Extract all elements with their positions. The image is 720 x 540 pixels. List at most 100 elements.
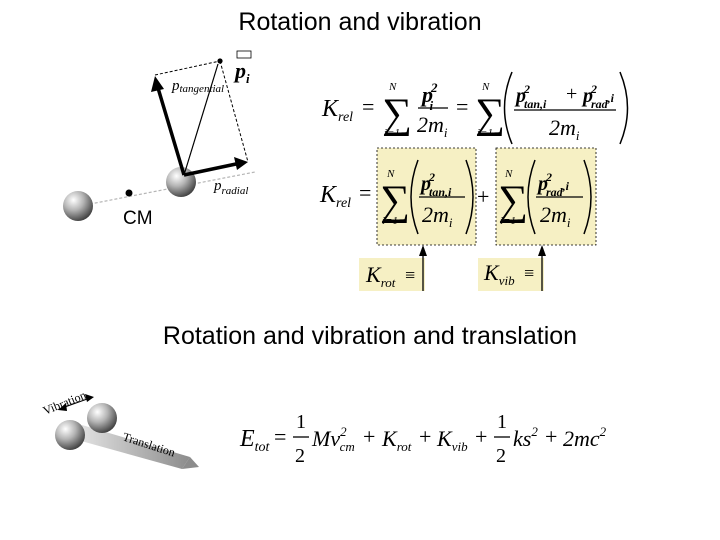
p-tangential-arrowhead <box>151 76 164 92</box>
eq3-plus3: + <box>475 424 487 449</box>
p-tangential-label: p <box>171 78 180 94</box>
p-i-vector <box>183 63 219 176</box>
eq1-2m-b-sub: i <box>576 128 580 143</box>
eq1-sum1-bottom: i=1 <box>384 127 400 139</box>
k-rot-sub: rot <box>381 275 396 290</box>
eq3-Mv: Mv <box>311 426 340 451</box>
eq3-E-sub: tot <box>255 440 271 455</box>
k-vib-equiv: ≡ <box>524 263 534 283</box>
translation-diagram: Vibration Translation <box>41 388 199 469</box>
eq1-p: p <box>420 82 433 107</box>
eq2-2m-a-sub: i <box>449 215 453 230</box>
eq3-Krot-sub: rot <box>397 439 412 454</box>
title-rotation-vibration: Rotation and vibration <box>238 8 482 36</box>
eq1-2m-b: 2m <box>549 115 576 140</box>
svg-text:2mi: 2mi <box>540 202 571 230</box>
svg-text:Krot: Krot <box>381 426 412 454</box>
eq3-Kvib: K <box>436 426 453 451</box>
k-rot-label-box <box>359 258 425 291</box>
eq2-p-tan-sup: 2 <box>428 170 435 184</box>
eq1-p-sub: i <box>430 98 434 113</box>
eq3-equals: = <box>274 424 286 449</box>
svg-text:Krel: Krel <box>319 182 351 211</box>
eq1-sum2-sigma: ∑ <box>475 91 505 137</box>
p-radial-label: p <box>213 178 222 194</box>
cm-label: CM <box>123 208 153 229</box>
eq2-p-rad-sup: 2 <box>545 170 552 184</box>
eq1-sum1-sigma: ∑ <box>382 91 412 137</box>
eq2-paren1-right <box>465 159 474 235</box>
p-radial-sub: radial <box>222 185 249 197</box>
svg-text:pradial: pradial <box>213 178 248 197</box>
eq3-s-sup: 2 <box>531 424 538 439</box>
eq3-mc: 2mc <box>563 426 600 451</box>
sphere-left <box>63 191 93 221</box>
title-rotation-vibration-translation: Rotation and vibration and translation <box>162 322 578 350</box>
eq2-p-rad-sub: rad <box>546 185 564 199</box>
eq2-lhs-sub: rel <box>336 196 351 211</box>
vibration-label: Vibration <box>41 388 88 418</box>
eq1-p-sup: 2 <box>430 80 438 95</box>
eq2-p-rad: p <box>536 173 548 195</box>
svg-text:2mi: 2mi <box>549 115 580 143</box>
eq1-p-rad-sub: rad <box>591 97 609 111</box>
eq1-p-rad: p <box>581 85 593 107</box>
k-vib-k: K <box>483 260 500 285</box>
svg-text:Kvib: Kvib <box>483 260 515 288</box>
eq2-2m-b-sub: i <box>567 215 571 230</box>
eq3-v-sub: cm <box>340 439 355 454</box>
eq1-2m-sub: i <box>444 125 448 140</box>
cm-dot <box>125 189 133 197</box>
eq3-frac1-num: 1 <box>296 411 306 433</box>
eq1-p-tan-sup: 2 <box>523 82 530 96</box>
k-rot-k: K <box>365 262 382 287</box>
svg-text:p2i: p2 i <box>420 80 438 113</box>
eq2-sum2-bottom: i=1 <box>500 215 516 227</box>
translation-arrowhead <box>182 457 199 469</box>
sphere-bottom <box>55 420 85 450</box>
eq2-paren2-left <box>527 159 536 235</box>
eq3-ks: ks <box>513 426 531 451</box>
svg-text:Krel: Krel <box>321 96 353 125</box>
eq2-sum2-sigma: ∑ <box>498 178 528 224</box>
k-rot-vib-labels: Krot ≡ Kvib ≡ <box>359 245 546 291</box>
k-rot-arrowhead <box>419 245 427 256</box>
eq1-equals2: = <box>456 94 468 119</box>
eq1-p-tan-i: i <box>543 97 547 111</box>
eq2-sum1-sigma: ∑ <box>380 178 410 224</box>
k-vib-arrowhead <box>538 245 546 256</box>
rotation-vibration-diagram: CM pi ptangential pradial <box>63 50 256 229</box>
eq3-c-sup: 2 <box>600 424 607 439</box>
svg-text:2mi: 2mi <box>417 112 448 140</box>
svg-text:Kvib: Kvib <box>436 426 468 454</box>
eq3-frac2-num: 1 <box>497 411 507 433</box>
k-vib-label-box <box>478 258 544 291</box>
translation-arrow-body <box>74 425 190 469</box>
svg-text:Krot: Krot <box>365 262 396 290</box>
svg-text:pi: pi <box>233 58 250 86</box>
eq1-2m: 2m <box>417 112 444 137</box>
parallelogram-right <box>219 60 249 163</box>
eq2-plus: + <box>477 184 489 209</box>
eq3-frac1-den: 2 <box>295 445 305 467</box>
eq2-2m-a: 2m <box>422 202 449 227</box>
eq3-frac2-den: 2 <box>496 445 506 467</box>
eq1-lhs-sub: rel <box>338 110 353 125</box>
eq2-sum1-bottom: i=1 <box>382 215 398 227</box>
eq2-equals: = <box>359 180 371 205</box>
vibration-arrowhead-right <box>85 394 94 402</box>
p-tangential-vector <box>156 87 186 176</box>
p-radial-arrowhead <box>234 157 248 170</box>
k-rot-equiv: ≡ <box>405 265 415 285</box>
eq3-plus4: + <box>545 424 557 449</box>
eq2-paren2-right <box>583 159 592 235</box>
p-i-label: p <box>233 58 246 83</box>
eq3-Kvib-sub: vib <box>452 439 468 454</box>
